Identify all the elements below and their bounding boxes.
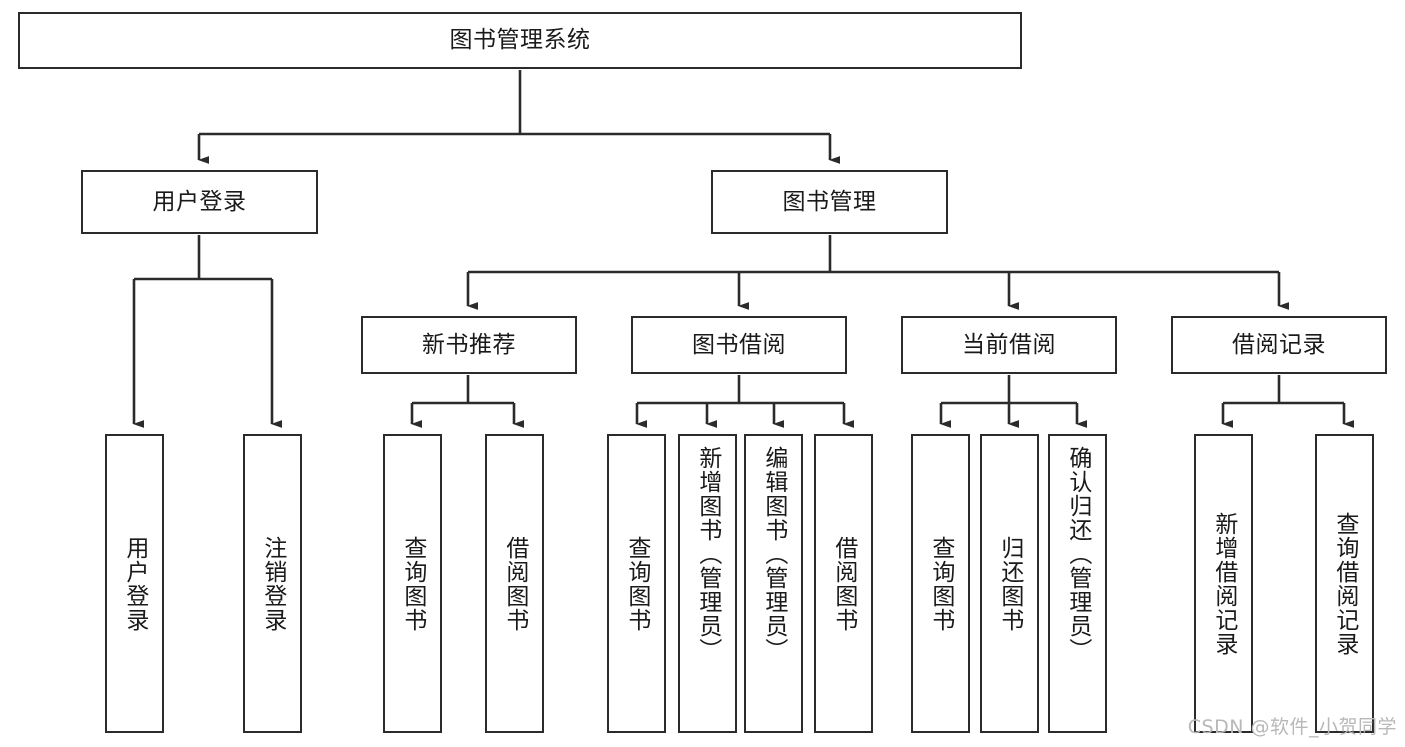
node-leaf-user-login-label: 用户登录 <box>121 535 148 632</box>
node-leaf-add-book-label: 新增图书（管理员） <box>694 446 721 662</box>
node-leaf-return-book-label: 归还图书 <box>996 535 1023 632</box>
node-user-login[interactable]: 用户登录 <box>81 170 318 234</box>
node-leaf-query-record[interactable]: 查询借阅记录 <box>1315 434 1374 733</box>
node-user-login-label: 用户登录 <box>152 188 247 215</box>
node-current-borrow[interactable]: 当前借阅 <box>901 316 1117 374</box>
node-leaf-user-logout[interactable]: 注销登录 <box>243 434 302 733</box>
node-borrow-record-label: 借阅记录 <box>1232 331 1326 358</box>
node-current-borrow-label: 当前借阅 <box>962 331 1056 358</box>
node-leaf-query-book-2-label: 查询图书 <box>623 535 650 632</box>
node-leaf-borrow-book-1-label: 借阅图书 <box>501 535 528 632</box>
node-book-borrow[interactable]: 图书借阅 <box>631 316 847 374</box>
node-leaf-user-logout-label: 注销登录 <box>259 535 286 632</box>
node-leaf-query-book-3-label: 查询图书 <box>927 535 954 632</box>
node-book-borrow-label: 图书借阅 <box>692 331 786 358</box>
node-leaf-query-book-3[interactable]: 查询图书 <box>911 434 970 733</box>
node-leaf-query-record-label: 查询借阅记录 <box>1331 511 1358 656</box>
node-leaf-confirm-return[interactable]: 确认归还（管理员） <box>1048 434 1107 733</box>
node-root-label: 图书管理系统 <box>449 27 591 54</box>
node-leaf-edit-book[interactable]: 编辑图书（管理员） <box>744 434 803 733</box>
node-leaf-query-book-1-label: 查询图书 <box>399 535 426 632</box>
node-new-book-recommend[interactable]: 新书推荐 <box>361 316 577 374</box>
node-leaf-confirm-return-label: 确认归还（管理员） <box>1064 446 1091 662</box>
node-leaf-return-book[interactable]: 归还图书 <box>980 434 1039 733</box>
csdn-watermark: CSDN @软件_小贺同学 <box>1187 716 1397 738</box>
node-leaf-query-book-2[interactable]: 查询图书 <box>607 434 666 733</box>
node-book-management-label: 图书管理 <box>782 188 877 215</box>
node-leaf-add-record-label: 新增借阅记录 <box>1210 511 1237 656</box>
node-leaf-borrow-book-2[interactable]: 借阅图书 <box>814 434 873 733</box>
node-borrow-record[interactable]: 借阅记录 <box>1171 316 1387 374</box>
node-new-book-recommend-label: 新书推荐 <box>422 331 516 358</box>
node-leaf-edit-book-label: 编辑图书（管理员） <box>760 446 787 662</box>
node-root[interactable]: 图书管理系统 <box>18 12 1022 69</box>
node-leaf-add-record[interactable]: 新增借阅记录 <box>1194 434 1253 733</box>
node-leaf-borrow-book-2-label: 借阅图书 <box>830 535 857 632</box>
node-leaf-user-login[interactable]: 用户登录 <box>105 434 164 733</box>
node-leaf-add-book[interactable]: 新增图书（管理员） <box>678 434 737 733</box>
node-book-management[interactable]: 图书管理 <box>711 170 948 234</box>
node-leaf-borrow-book-1[interactable]: 借阅图书 <box>485 434 544 733</box>
node-leaf-query-book-1[interactable]: 查询图书 <box>383 434 442 733</box>
